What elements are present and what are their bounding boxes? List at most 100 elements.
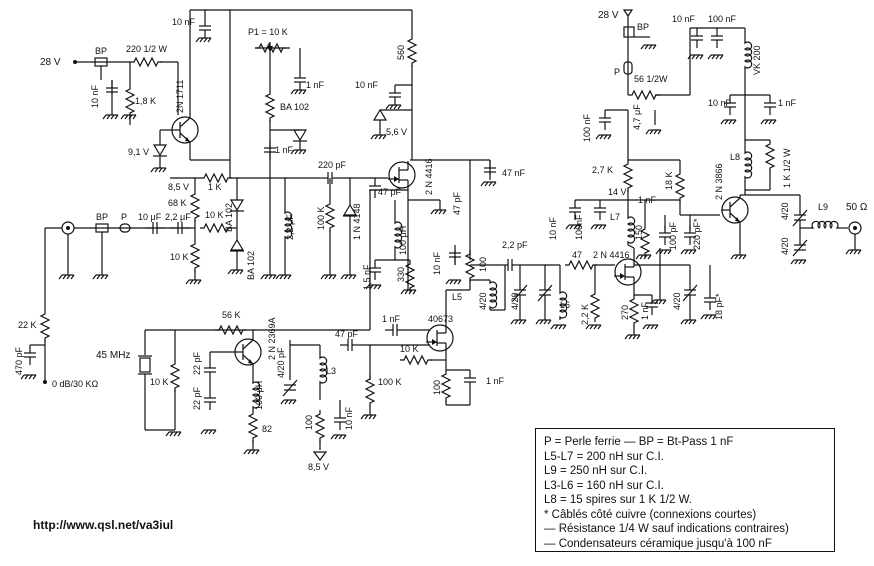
label-c1nf-d: 1 nF: [486, 376, 505, 386]
label-c420d: 4/20: [672, 292, 682, 310]
label-c22pf-c: 2,2 pF: [502, 240, 528, 250]
label-c100nf-c: 100nF: [574, 214, 584, 240]
mixer-stage: [384, 289, 477, 406]
label-c420c: 4/20: [510, 292, 520, 310]
label-r56: 56 1/2W: [634, 74, 668, 84]
label-v85b: 8,5 V: [308, 462, 329, 472]
label-c47pf-c: 47 pF: [335, 329, 359, 339]
filter-stage: [445, 244, 615, 330]
label-c47pf-a: 47 pF: [378, 187, 402, 197]
label-c100pf: 100 pF: [668, 221, 678, 250]
label-l6: L6: [560, 300, 570, 310]
label-c1nf-c: 1 nF: [382, 314, 401, 324]
label-l8: L8: [730, 152, 740, 162]
legend-line: L5-L7 = 200 nH sur C.I.: [544, 450, 664, 463]
label-r22k: 22 K: [18, 320, 37, 330]
label-c10nf-f: 10 nF: [708, 98, 732, 108]
label-c420e: 4/20: [780, 202, 790, 220]
label-q1: 2N 1711: [175, 80, 185, 113]
label-l47uh: 4,7 μF: [632, 104, 642, 130]
label-c1nf-f: 1 nF: [778, 98, 797, 108]
label-l100uh-b: 100 μH: [254, 381, 264, 410]
source-url[interactable]: http://www.qsl.net/va3iul: [33, 518, 174, 532]
label-c1nf-p1: 1 nF: [306, 80, 325, 90]
oscillator-stage: [260, 10, 497, 330]
label-c420b: 4/20: [478, 292, 488, 310]
label-c1nf-e: 1 nF: [640, 301, 650, 320]
legend-line: — Condensateurs céramique jusqu'à 100 nF: [544, 537, 772, 550]
label-r56k: 56 K: [222, 310, 241, 320]
legend-box: P = Perle ferrie — BP = Bt-Pass 1 nF L5-…: [535, 428, 835, 552]
label-r10k-c: 10 K: [150, 377, 169, 387]
label-c22pf-b: 22 pF: [192, 386, 202, 410]
label-c10nf-e: 10 nF: [672, 14, 696, 24]
label-out0db: 0 dB/30 KΩ: [52, 379, 99, 389]
legend-line: L9 = 250 nH sur C.I.: [544, 465, 648, 477]
label-bp2: BP: [96, 212, 108, 222]
label-q4: 40673: [428, 314, 453, 324]
label-c420f: 4/20: [780, 237, 790, 255]
label-c100nf-b: 100 nF: [582, 113, 592, 142]
legend-line: P = Perle ferrie — BP = Bt-Pass 1 nF: [544, 436, 734, 448]
label-c15nf: 1,5 nF: [362, 264, 372, 290]
label-c10nf-c: 10 nF: [344, 406, 354, 430]
label-bp3: BP: [637, 22, 649, 32]
label-r220: 220 1/2 W: [126, 44, 168, 54]
label-ba102-a: BA 102: [224, 203, 234, 232]
label-p3: P: [614, 67, 620, 77]
label-ba102-top: BA 102: [280, 102, 309, 112]
label-28v-right: 28 V: [598, 10, 619, 21]
label-p1: P1 = 10 K: [248, 27, 288, 37]
legend-line: — Résistance 1/4 W sauf indications cont…: [544, 523, 789, 535]
label-ba102-b: BA 102: [246, 251, 256, 280]
label-c220pf: 220 pF: [318, 160, 347, 170]
label-r100-c: 100: [478, 257, 488, 272]
label-q3: 2 N 2369A: [267, 317, 277, 360]
label-z91: 9,1 V: [128, 147, 149, 157]
label-l7: L7: [610, 212, 620, 222]
crystal-oscillator: [138, 325, 430, 461]
label-c47pf-right: 47 nF: [502, 168, 526, 178]
label-q5: 2 N 4416: [593, 250, 630, 260]
label-c1nf-g: 1 nF: [638, 195, 657, 205]
legend-line: L8 = 15 spires sur 1 K 1/2 W.: [544, 494, 692, 506]
label-c100nf-a: 100 nF: [708, 14, 737, 24]
tank-circuit: [227, 178, 417, 295]
label-v14: 14 V: [608, 187, 627, 197]
label-r560: 560: [396, 45, 406, 60]
label-p2: P: [121, 212, 127, 222]
label-vk200: VK 200: [752, 45, 762, 75]
label-r100-b: 100: [432, 380, 442, 395]
label-r82: 82: [262, 424, 272, 434]
label-28v-left: 28 V: [40, 57, 61, 68]
label-r100k-b: 100 K: [378, 377, 402, 387]
label-d4148: 1 N 4148: [352, 203, 362, 240]
label-r1k-b: 1 K 1/2 W: [782, 148, 792, 188]
label-r10k-b: 10 K: [170, 252, 189, 262]
label-r1k: 1 K: [208, 182, 222, 192]
input-section: [20, 221, 237, 384]
label-r68k: 68 K: [168, 198, 187, 208]
label-r18k: 1,8 K: [135, 96, 156, 106]
amp-stage: [613, 248, 717, 340]
label-c10nf-g: 10 nF: [548, 216, 558, 240]
label-c10nf-top: 10 nF: [172, 17, 196, 27]
label-c10nf-d: 10 nF: [432, 251, 442, 275]
label-x45: 45 MHz: [96, 350, 130, 361]
label-c10nf-b: 10 nF: [355, 80, 379, 90]
label-bp1: BP: [95, 46, 107, 56]
output-stage: [565, 9, 862, 265]
label-r100-a: 100: [304, 415, 314, 430]
label-c420a: 4/20 pF: [276, 347, 286, 378]
label-z56: 5,6 V: [386, 127, 407, 137]
label-q6: 2 N 3866: [714, 163, 724, 200]
label-r47: 47: [572, 250, 582, 260]
label-r10k-a: 10 K: [205, 210, 224, 220]
label-r270: 270: [620, 305, 630, 320]
label-c10nf-a: 10 nF: [90, 84, 100, 108]
legend-line: L3-L6 = 160 nH sur C.I.: [544, 479, 664, 492]
label-l22uf: 2,2 μF: [285, 214, 295, 240]
label-r150: 150: [634, 225, 644, 240]
label-c220pf-b: 220 pF*: [692, 218, 702, 250]
